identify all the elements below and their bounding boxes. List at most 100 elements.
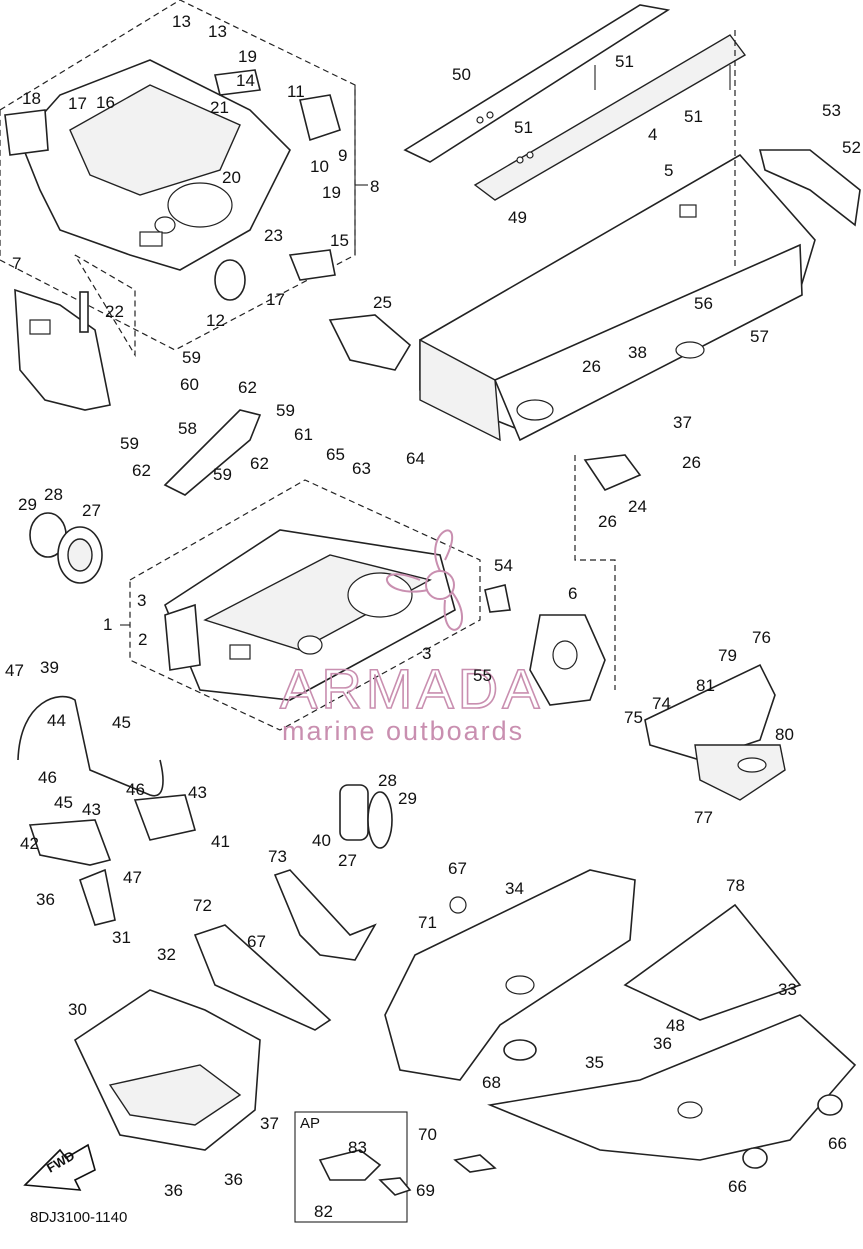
callout-63: 63 [352,459,371,478]
callout-24: 24 [628,497,647,516]
callout-13: 13 [208,22,227,41]
callout-53: 53 [822,101,841,120]
callout-51: 51 [514,118,533,137]
callout-62: 62 [250,454,269,473]
callout-59: 59 [120,434,139,453]
callout-66: 66 [728,1177,747,1196]
callout-23: 23 [264,226,283,245]
callout-11: 11 [287,82,305,101]
callout-16: 16 [96,93,115,112]
callout-49: 49 [508,208,527,227]
callout-22: 22 [105,302,124,321]
callout-59: 59 [276,401,295,420]
callout-31: 31 [112,928,131,947]
boot-assembly-left [29,512,103,584]
callout-19: 19 [238,47,257,66]
ap-inset: AP [294,1111,412,1223]
callout-69: 69 [416,1181,435,1200]
callout-8: 8 [370,177,379,196]
callout-32: 32 [157,945,176,964]
callout-76: 76 [752,628,771,647]
rails-50-49 [403,4,747,201]
callout-60: 60 [180,375,199,394]
callout-27: 27 [338,851,357,870]
fwd-arrow-icon: FWD [23,1143,96,1191]
callout-20: 20 [222,168,241,187]
callout-47: 47 [5,661,24,680]
parts-78-33 [487,903,857,1169]
callout-4: 4 [648,125,657,144]
callout-46: 46 [38,768,57,787]
callout-25: 25 [373,293,392,312]
watermark: ARMADA marine outboards [279,529,544,746]
callout-39: 39 [40,658,59,677]
callout-42: 42 [20,834,39,853]
callout-43: 43 [188,783,207,802]
parts-76-74-77 [644,663,786,801]
callout-67: 67 [247,932,266,951]
callout-26: 26 [582,357,601,376]
callout-36: 36 [164,1181,183,1200]
callout-45: 45 [112,713,131,732]
callout-81: 81 [696,676,715,695]
callout-37: 37 [260,1114,279,1133]
callout-67: 67 [448,859,467,878]
callout-66: 66 [828,1134,847,1153]
boot-assembly-right [339,784,393,849]
part-25 [328,314,412,371]
callout-30: 30 [68,1000,87,1019]
part-30-lower-cowl [73,989,261,1151]
callout-54: 54 [494,556,513,575]
part-58-brace [163,409,262,496]
part-4-hull-frame [419,30,816,442]
part-34-cover [384,869,636,1081]
diagram-code: 8DJ3100-1140 [30,1209,127,1226]
callout-45: 45 [54,793,73,812]
callout-62: 62 [238,378,257,397]
callout-77: 77 [694,808,713,827]
callout-46: 46 [126,780,145,799]
callout-5: 5 [664,161,673,180]
callout-13: 13 [172,12,191,31]
callout-10: 10 [310,157,329,176]
callout-71: 71 [418,913,437,932]
callout-26: 26 [682,453,701,472]
callout-75: 75 [624,708,643,727]
callout-52: 52 [842,138,861,157]
callout-17: 17 [266,290,285,309]
callout-82: 82 [314,1202,333,1221]
callout-33: 33 [778,980,797,999]
callout-27: 27 [82,501,101,520]
callout-38: 38 [628,343,647,362]
callout-79: 79 [718,646,737,665]
callout-62: 62 [132,461,151,480]
callout-6: 6 [568,584,577,603]
part-39-handle [17,695,164,797]
callout-73: 73 [268,847,287,866]
callout-3: 3 [422,644,431,663]
callout-50: 50 [452,65,471,84]
callout-51: 51 [684,107,703,126]
callout-28: 28 [44,485,63,504]
callout-47: 47 [123,868,142,887]
callout-58: 58 [178,419,197,438]
part-52-bracket [758,149,861,227]
callout-72: 72 [193,896,212,915]
callout-9: 9 [338,146,347,165]
parts-69-70 [453,1154,497,1173]
callout-74: 74 [652,694,671,713]
callout-61: 61 [294,425,313,444]
callout-19: 19 [322,183,341,202]
callout-64: 64 [406,449,425,468]
central-frame-assembly [120,479,481,731]
callout-59: 59 [213,465,232,484]
callout-44: 44 [47,711,66,730]
callout-36: 36 [224,1170,243,1189]
watermark-brand: ARMADA [280,657,544,720]
propeller-logo-icon [385,529,464,631]
callout-17: 17 [68,94,87,113]
callout-40: 40 [312,831,331,850]
callout-68: 68 [482,1073,501,1092]
